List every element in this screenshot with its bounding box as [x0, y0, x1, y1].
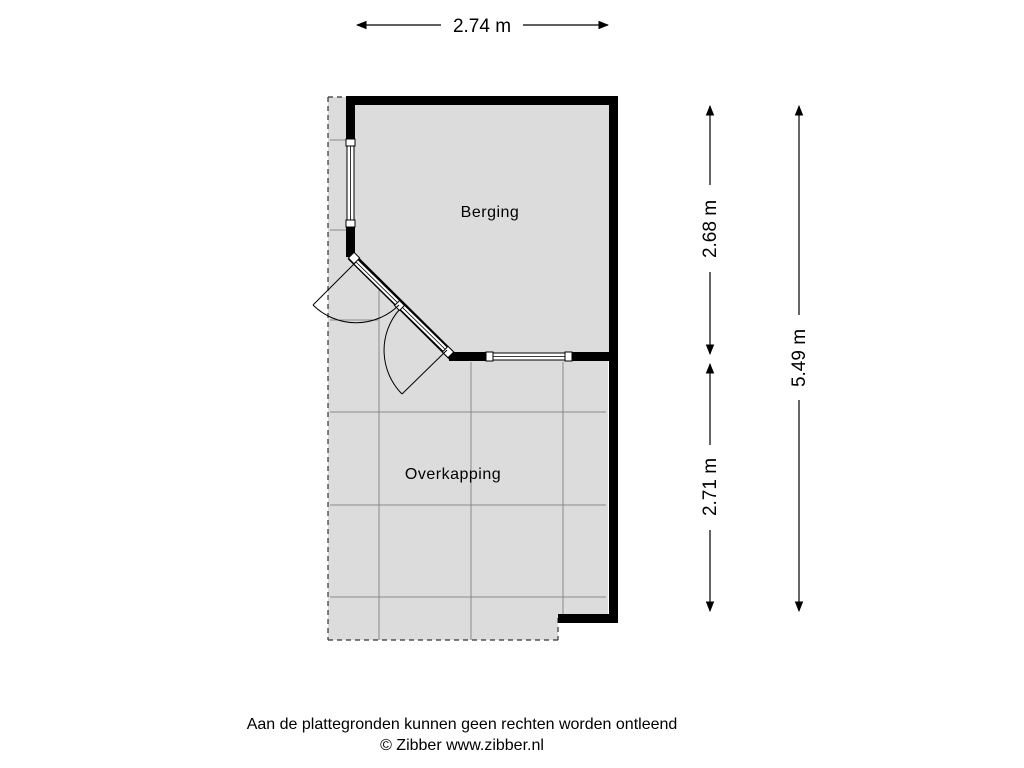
window-left: [345, 138, 356, 228]
total-height-label: 5.49 m: [789, 329, 810, 387]
overkapping-floor: [328, 97, 608, 640]
width-dimension-label: 2.74 m: [453, 16, 511, 37]
footer-disclaimer: Aan de plattegronden kunnen geen rechten…: [246, 716, 678, 733]
door-leaf-lower: [383, 309, 448, 395]
footer-copyright: © Zibber www.zibber.nl: [380, 737, 544, 754]
room-label-berging: Berging: [461, 204, 520, 221]
berging-floor: [352, 100, 614, 358]
door-leaf-upper: [312, 261, 400, 324]
overkapping-height-label: 2.71 m: [700, 458, 721, 516]
window-bottom: [485, 351, 573, 362]
room-label-overkapping: Overkapping: [405, 466, 501, 483]
diagonal-door-wall: [347, 251, 457, 361]
berging-height-label: 2.68 m: [700, 200, 721, 258]
tile-grid: [330, 139, 606, 640]
walls: [346, 96, 618, 623]
